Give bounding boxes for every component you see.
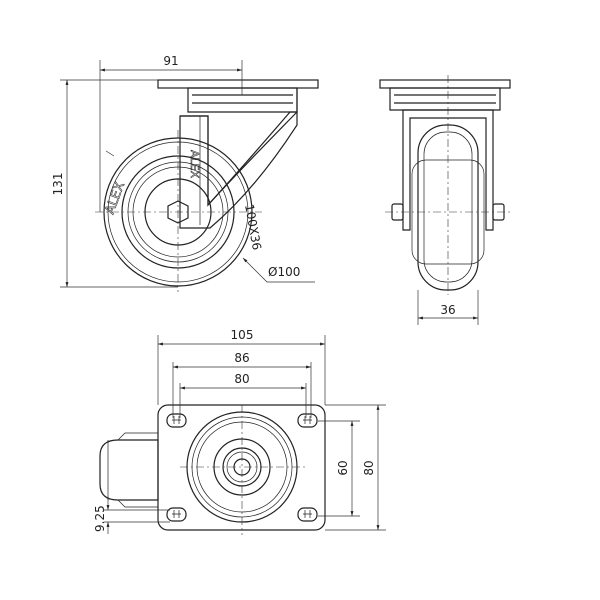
dim-105: 105 [231, 328, 254, 342]
fork-brand-text: ALEX [188, 150, 201, 179]
swivel-bearing [187, 87, 298, 113]
wheel-top [99, 439, 159, 501]
dim-diameter: Ø100 [268, 265, 300, 279]
side-view: ALEX ALEX 100X36 91 131 Ø100 [51, 54, 319, 292]
dim-80-horizontal: 80 [234, 372, 249, 386]
top-plate [157, 79, 319, 89]
dim-60: 60 [336, 460, 350, 475]
dim-91: 91 [163, 54, 178, 68]
fork-body [179, 111, 298, 229]
dim-131: 131 [51, 173, 65, 196]
dim-9-25: 9.25 [93, 505, 107, 532]
dim-80-vertical: 80 [362, 460, 376, 475]
dim-36: 36 [440, 303, 455, 317]
slots [166, 413, 318, 522]
front-view: 36 [379, 75, 511, 325]
mounting-plate [157, 404, 326, 531]
dim-86: 86 [234, 351, 249, 365]
fork [180, 88, 298, 207]
top-view: 105 86 80 60 80 9.25 [93, 328, 386, 535]
